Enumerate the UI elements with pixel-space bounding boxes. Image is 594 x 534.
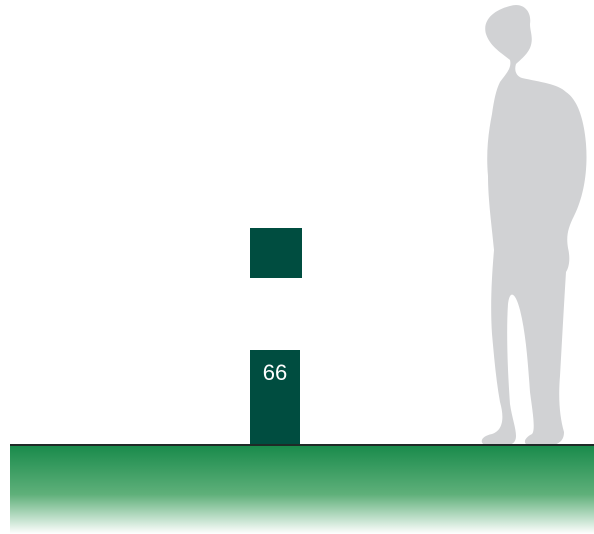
ground-line bbox=[10, 444, 594, 447]
marker-label: 66 bbox=[262, 360, 288, 385]
person-silhouette-icon bbox=[481, 4, 587, 446]
marker-cap bbox=[250, 228, 302, 278]
marker-post: 66 bbox=[250, 350, 300, 445]
ground bbox=[10, 446, 594, 534]
